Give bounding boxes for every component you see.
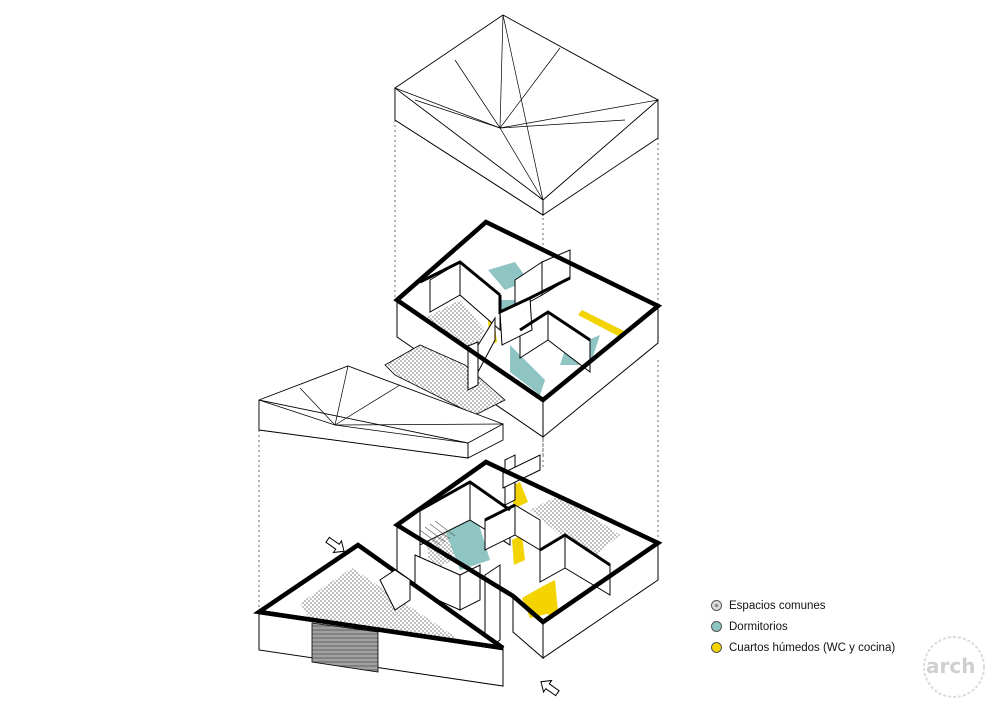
lower-wet-d — [545, 580, 558, 615]
lower-floor — [392, 454, 663, 660]
lower-wet-b — [512, 535, 525, 565]
wet-room-swatch — [711, 642, 722, 653]
upper-bedroom-b — [510, 345, 545, 395]
legend-item-common: Espacios comunes — [711, 595, 895, 616]
legend-item-wet: Cuartos húmedos (WC y cocina) — [711, 637, 895, 658]
lower-roof — [258, 365, 504, 459]
common-space-swatch — [711, 600, 722, 611]
lower-common-a — [530, 495, 620, 560]
archdaily-logo: arch — [923, 636, 985, 698]
legend-item-bedroom: Dormitorios — [711, 616, 895, 637]
bedroom-swatch — [711, 621, 722, 632]
entry-arrow-lower — [540, 679, 560, 697]
lower-stair — [419, 520, 456, 546]
garage-door — [311, 622, 379, 673]
upper-roof — [394, 14, 659, 216]
upper-wet-b — [578, 310, 628, 338]
entry-arrow-upper — [325, 536, 345, 554]
legend-label: Cuartos húmedos (WC y cocina) — [729, 641, 896, 654]
garage-block — [252, 542, 505, 687]
upper-common-space — [425, 300, 485, 352]
projection-lines — [258, 120, 659, 612]
legend-label: Espacios comunes — [729, 599, 826, 612]
legend-label: Dormitorios — [729, 620, 788, 633]
legend: Espacios comunes Dormitorios Cuartos húm… — [711, 595, 895, 658]
upper-stair-void — [384, 344, 506, 416]
svg-text:arch: arch — [926, 654, 975, 678]
upper-floor — [384, 219, 663, 439]
